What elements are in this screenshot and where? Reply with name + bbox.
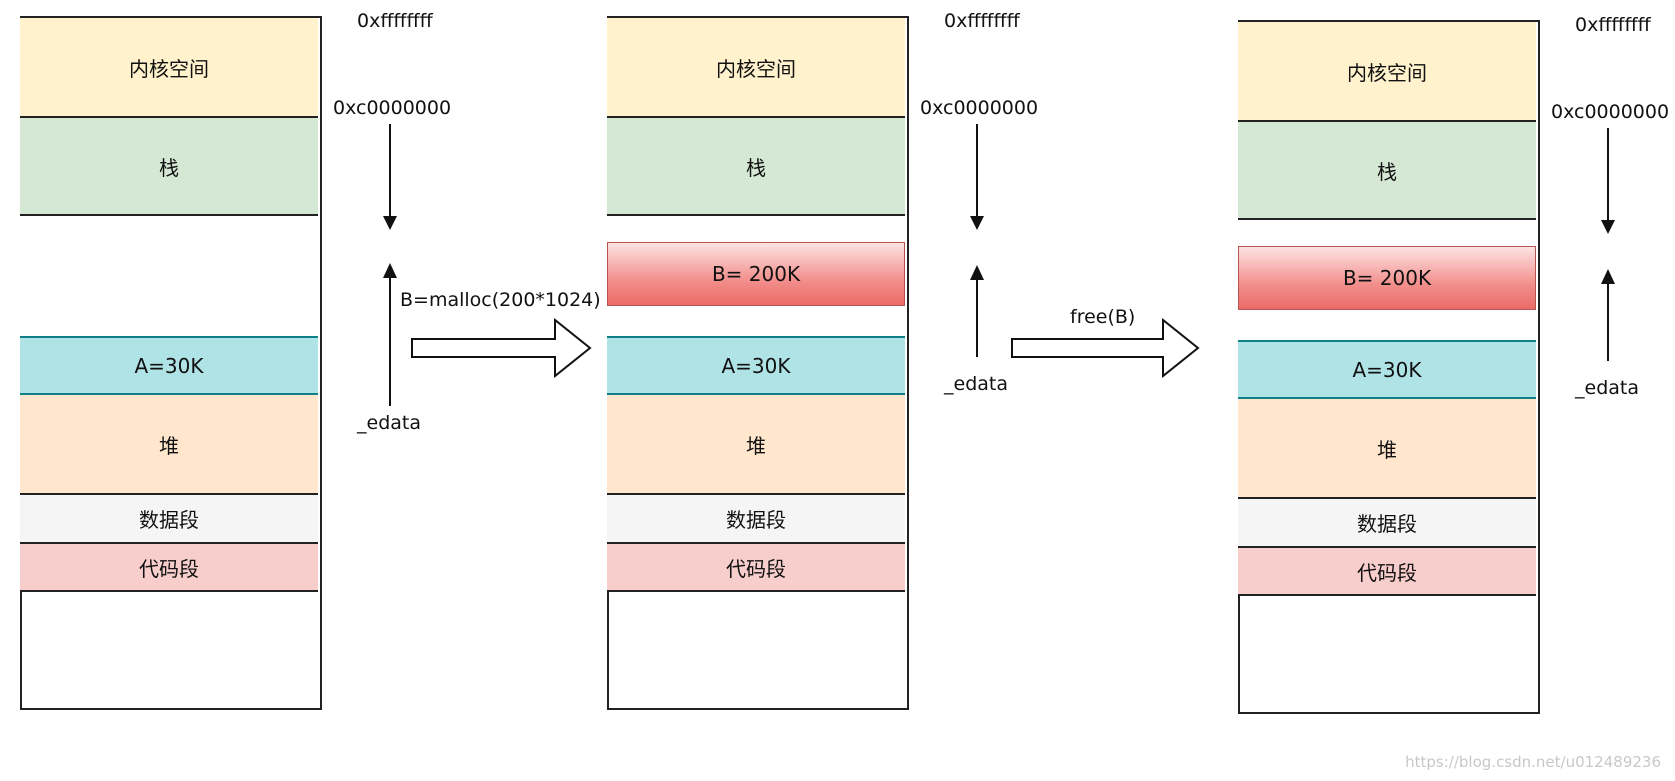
watermark: https://blog.csdn.net/u012489236 [1405, 753, 1661, 771]
kernel-space-label: 内核空间 [129, 56, 209, 81]
stack-label: 栈 [159, 155, 179, 180]
code-segment: 代码段 [1238, 546, 1536, 596]
free-gap-segment [607, 306, 905, 336]
stack-label: 栈 [746, 155, 766, 180]
heap-segment: 堆 [1238, 399, 1536, 497]
free-gap-segment [1238, 310, 1536, 340]
free-transition-arrow [1011, 317, 1200, 379]
malloc-step-label: B=malloc(200*1024) [400, 289, 601, 311]
code-segment: 代码段 [607, 542, 905, 592]
memory-layout-after-malloc: 内核空间 栈 B= 200K A=30K 堆 数据段 代码段 [607, 0, 909, 781]
edata-pointer-arrow [1601, 269, 1615, 361]
address-top-label: 0xffffffff [357, 10, 433, 32]
memory-layout-after-free: 内核空间 栈 B= 200K A=30K 堆 数据段 代码段 [1238, 0, 1540, 781]
kernel-space-label: 内核空间 [716, 56, 796, 81]
data-segment: 数据段 [1238, 497, 1536, 546]
data-segment-label: 数据段 [726, 508, 786, 532]
free-gap-segment [20, 214, 318, 336]
stack-growth-arrow [970, 124, 984, 230]
address-top-label: 0xffffffff [944, 10, 1020, 32]
block-b-segment: B= 200K [1238, 246, 1536, 310]
edata-pointer-arrow [383, 263, 397, 406]
heap-label: 堆 [1377, 437, 1397, 462]
stack-segment: 栈 [20, 116, 318, 214]
block-a-label: A=30K [1352, 357, 1422, 382]
code-segment-label: 代码段 [726, 556, 786, 581]
heap-label: 堆 [746, 433, 766, 458]
data-segment: 数据段 [20, 493, 318, 542]
edata-label: _edata [1575, 377, 1639, 399]
address-top-label: 0xffffffff [1575, 14, 1651, 36]
block-a-segment: A=30K [607, 336, 905, 395]
address-kernel-label: 0xc0000000 [1551, 101, 1670, 123]
block-a-label: A=30K [721, 353, 791, 378]
kernel-space-label: 内核空间 [1347, 60, 1427, 85]
malloc-transition-arrow [411, 317, 592, 379]
edata-label: _edata [944, 373, 1008, 395]
stack-segment: 栈 [1238, 120, 1536, 218]
address-kernel-label: 0xc0000000 [333, 97, 452, 119]
stack-label: 栈 [1377, 159, 1397, 184]
heap-segment: 堆 [20, 395, 318, 493]
free-step-label: free(B) [1070, 306, 1136, 328]
block-b-label: B= 200K [1342, 266, 1432, 290]
heap-segment: 堆 [607, 395, 905, 493]
code-segment-label: 代码段 [1357, 560, 1417, 585]
heap-label: 堆 [159, 433, 179, 458]
code-segment-label: 代码段 [139, 556, 199, 581]
block-a-segment: A=30K [1238, 340, 1536, 399]
edata-pointer-arrow [970, 265, 984, 357]
address-kernel-label: 0xc0000000 [920, 97, 1039, 119]
data-segment-label: 数据段 [1357, 512, 1417, 536]
stack-growth-arrow [383, 124, 397, 230]
kernel-space-segment: 内核空间 [20, 18, 318, 116]
block-b-segment: B= 200K [607, 242, 905, 306]
block-b-label: B= 200K [711, 262, 801, 286]
free-gap-segment [1238, 218, 1536, 246]
data-segment: 数据段 [607, 493, 905, 542]
block-a-label: A=30K [134, 353, 204, 378]
data-segment-label: 数据段 [139, 508, 199, 532]
block-a-segment: A=30K [20, 336, 318, 395]
kernel-space-segment: 内核空间 [1238, 22, 1536, 120]
kernel-space-segment: 内核空间 [607, 18, 905, 116]
stack-segment: 栈 [607, 116, 905, 214]
free-gap-segment [607, 214, 905, 242]
code-segment: 代码段 [20, 542, 318, 592]
memory-layout-initial: 内核空间 栈 A=30K 堆 数据段 代码段 [20, 0, 322, 781]
edata-label: _edata [357, 412, 421, 434]
stack-growth-arrow [1601, 128, 1615, 234]
